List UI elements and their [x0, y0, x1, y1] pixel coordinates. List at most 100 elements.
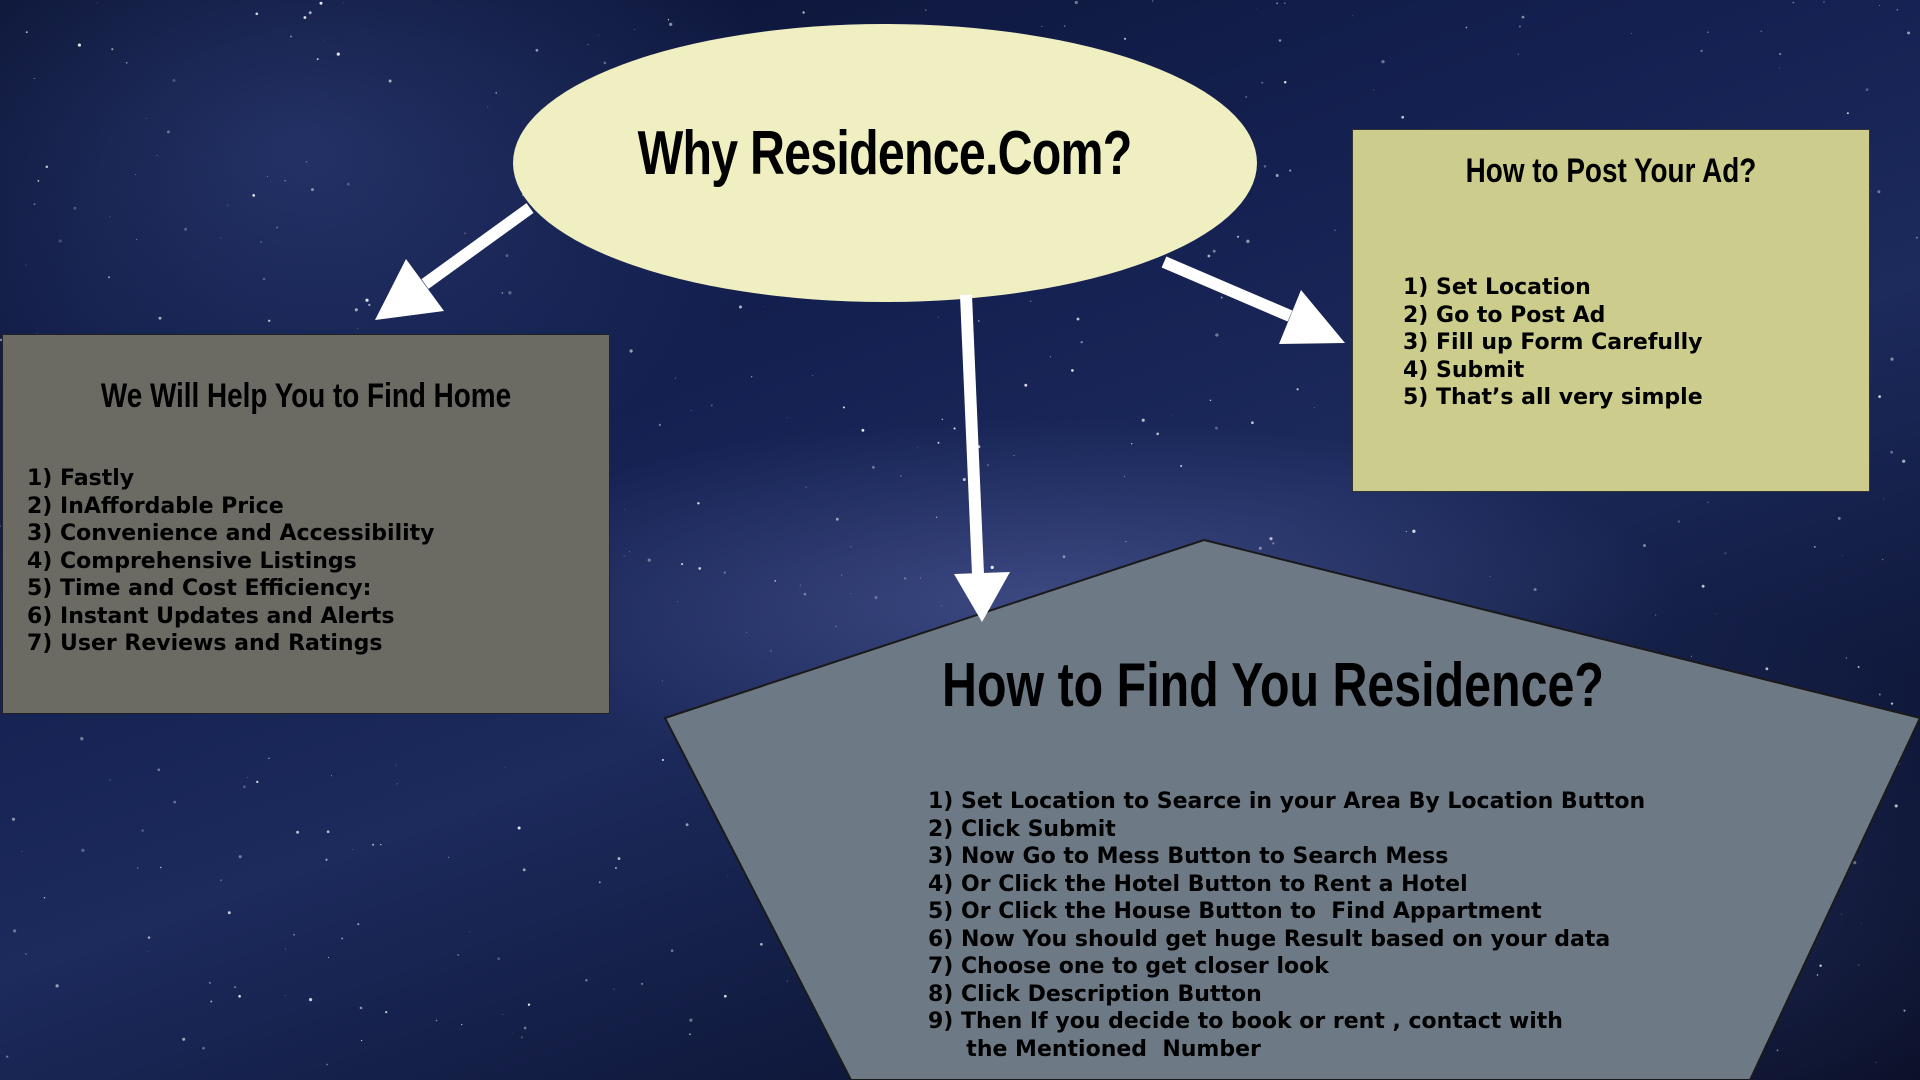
- star: [487, 106, 489, 108]
- star: [799, 584, 802, 586]
- star: [1881, 558, 1884, 561]
- star: [723, 571, 726, 574]
- star: [341, 937, 344, 940]
- star: [677, 601, 678, 602]
- star: [1261, 81, 1264, 84]
- star: [1654, 614, 1657, 616]
- star: [1677, 520, 1681, 523]
- star: [937, 441, 940, 444]
- star: [667, 19, 670, 21]
- star: [12, 929, 17, 933]
- star: [1251, 421, 1254, 425]
- star: [603, 61, 607, 65]
- star: [504, 767, 506, 769]
- star: [55, 984, 59, 988]
- star: [234, 986, 236, 988]
- star: [941, 605, 943, 607]
- star: [941, 418, 944, 421]
- star: [1289, 169, 1292, 172]
- star: [305, 161, 308, 163]
- find-residence-steps: 1) Set Location to Searce in your Area B…: [928, 788, 1645, 1063]
- star: [1352, 15, 1354, 17]
- star: [746, 632, 748, 634]
- star: [681, 563, 684, 566]
- star: [850, 546, 852, 548]
- star: [925, 9, 927, 11]
- list-item: 7) User Reviews and Ratings: [27, 631, 383, 656]
- list-item: 9) Then If you decide to book or rent , …: [928, 1009, 1563, 1034]
- star: [303, 16, 307, 19]
- star: [354, 308, 358, 312]
- star: [647, 558, 651, 562]
- star: [1080, 341, 1083, 344]
- star: [457, 953, 460, 956]
- star: [1076, 317, 1080, 321]
- star: [1878, 693, 1881, 696]
- star: [842, 406, 845, 409]
- star: [1890, 357, 1894, 361]
- star: [614, 867, 617, 869]
- star: [1405, 530, 1407, 533]
- star: [1875, 1061, 1877, 1064]
- star: [1819, 964, 1822, 967]
- list-item: 8) Click Description Button: [928, 981, 1262, 1007]
- star: [1724, 552, 1727, 555]
- star: [1236, 235, 1240, 238]
- star: [1041, 25, 1043, 28]
- star: [690, 409, 692, 411]
- star: [861, 428, 865, 432]
- star: [505, 254, 509, 257]
- star: [1878, 395, 1881, 398]
- star: [319, 1, 323, 5]
- list-item: 6) Instant Updates and Alerts: [27, 603, 395, 629]
- star: [469, 930, 471, 932]
- star: [252, 194, 256, 197]
- star: [260, 240, 263, 243]
- star: [669, 22, 673, 27]
- star: [1903, 1009, 1906, 1012]
- star: [147, 951, 149, 953]
- star: [1816, 974, 1819, 976]
- star: [760, 942, 763, 946]
- star: [812, 374, 814, 376]
- arrow-to-left-box: [375, 203, 534, 320]
- star: [1171, 414, 1172, 416]
- list-item: 1) Set Location to Searce in your Area B…: [928, 789, 1646, 814]
- star: [1278, 39, 1282, 42]
- star: [689, 1033, 691, 1036]
- star: [658, 423, 661, 426]
- star: [1272, 542, 1275, 545]
- star: [380, 843, 382, 846]
- star: [1792, 1, 1795, 4]
- star: [1074, 0, 1078, 5]
- list-item: 2) Click Submit: [928, 816, 1116, 842]
- star: [511, 1032, 513, 1034]
- star: [685, 823, 689, 827]
- star: [835, 517, 839, 521]
- star: [1518, 25, 1521, 28]
- star: [0, 338, 3, 342]
- star: [325, 858, 328, 861]
- star: [917, 447, 919, 449]
- star: [1707, 31, 1709, 33]
- star: [502, 1013, 504, 1016]
- star: [1156, 432, 1160, 436]
- star: [521, 1036, 523, 1039]
- star: [919, 577, 921, 579]
- star: [25, 264, 27, 266]
- star: [786, 417, 788, 419]
- star: [285, 948, 287, 950]
- star: [1269, 537, 1273, 541]
- star: [284, 180, 286, 182]
- star: [990, 565, 994, 570]
- star: [145, 117, 147, 119]
- star: [357, 328, 359, 329]
- star: [156, 154, 158, 156]
- star: [81, 848, 85, 853]
- star: [1131, 443, 1133, 445]
- star: [1845, 657, 1848, 659]
- star: [802, 11, 805, 14]
